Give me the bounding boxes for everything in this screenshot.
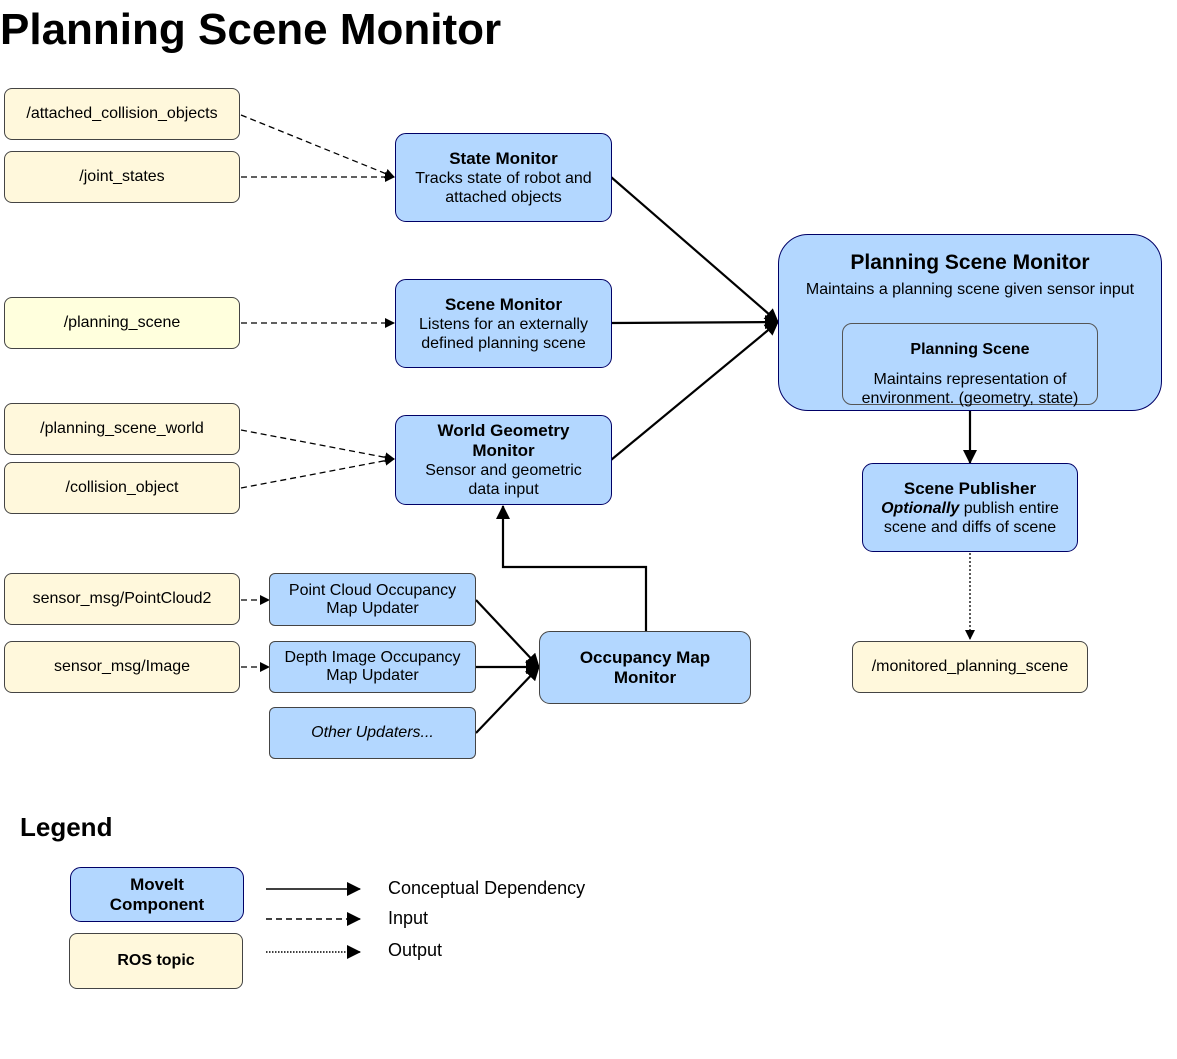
dep-arrow-pointcloud-updater: [475, 599, 540, 668]
legend-topic-swatch: ROS topic: [69, 933, 243, 989]
scene-monitor-desc: Listens for an externally defined planni…: [419, 315, 588, 352]
depth-image-updater-node[interactable]: Depth Image Occupancy Map Updater: [269, 641, 476, 693]
planning-scene-monitor-node[interactable]: Planning Scene Monitor Maintains a plann…: [778, 234, 1162, 411]
planning-scene-monitor-title: Planning Scene Monitor: [850, 251, 1090, 274]
input-arrow-attached: [240, 114, 395, 179]
scene-publisher-desc: Optionally publish entire scene and diff…: [869, 499, 1071, 537]
planning-scene-title: Planning Scene: [910, 341, 1030, 358]
planning-scene-monitor-desc: Maintains a planning scene given sensor …: [805, 281, 1135, 298]
dep-arrow-world-geometry: [610, 321, 779, 461]
input-arrow-collision-object: [240, 455, 395, 489]
state-monitor-desc: Tracks state of robot and attached objec…: [415, 169, 592, 206]
page-title: Planning Scene Monitor: [0, 5, 502, 54]
topic-attached-collision-objects[interactable]: /attached_collision_objects: [4, 88, 240, 140]
scene-monitor-node[interactable]: Scene Monitor Listens for an externally …: [395, 279, 612, 368]
input-arrow-scene-world: [240, 429, 395, 463]
occupancy-map-monitor-node[interactable]: Occupancy Map Monitor: [539, 631, 751, 704]
scene-publisher-title: Scene Publisher: [903, 478, 1037, 498]
scene-publisher-desc-rest: publish entire scene and diffs of scene: [883, 499, 1059, 536]
planning-scene-desc: Maintains representation of environment.…: [861, 371, 1079, 407]
scene-publisher-node[interactable]: Scene Publisher Optionally publish entir…: [862, 463, 1078, 552]
topic-image[interactable]: sensor_msg/Image: [4, 641, 240, 693]
topic-collision-object[interactable]: /collision_object: [4, 462, 240, 514]
dep-arrow-state-monitor: [610, 176, 779, 323]
topic-monitored-planning-scene[interactable]: /monitored_planning_scene: [852, 641, 1088, 693]
world-geometry-monitor-desc: Sensor and geometric data input: [425, 462, 582, 498]
dep-arrow-occupancy-world: [496, 505, 648, 631]
legend-output-label: Output: [388, 940, 443, 960]
point-cloud-updater-node[interactable]: Point Cloud Occupancy Map Updater: [269, 573, 476, 626]
other-updaters-node[interactable]: Other Updaters...: [269, 707, 476, 759]
topic-planning-scene-world[interactable]: /planning_scene_world: [4, 403, 240, 455]
topic-pointcloud2[interactable]: sensor_msg/PointCloud2: [4, 573, 240, 625]
legend-conceptual-label: Conceptual Dependency: [388, 878, 586, 898]
topic-joint-states[interactable]: /joint_states: [4, 151, 240, 203]
dep-arrow-other-updater: [475, 666, 540, 734]
state-monitor-node[interactable]: State Monitor Tracks state of robot and …: [395, 133, 612, 222]
state-monitor-title: State Monitor: [449, 148, 558, 168]
legend-input-label: Input: [388, 908, 429, 928]
world-geometry-monitor-title: World Geometry Monitor: [437, 421, 570, 460]
legend-title: Legend: [20, 812, 113, 842]
scene-publisher-emphasis: Optionally: [881, 499, 960, 517]
topic-planning-scene[interactable]: /planning_scene: [4, 297, 240, 349]
legend-component-label: MoveIt Component: [109, 874, 205, 914]
scene-monitor-title: Scene Monitor: [444, 294, 563, 314]
planning-scene-node[interactable]: Planning Scene Maintains representation …: [842, 323, 1098, 407]
world-geometry-monitor-node[interactable]: World Geometry Monitor Sensor and geomet…: [395, 415, 612, 505]
dep-arrow-scene-monitor: [610, 315, 779, 330]
legend-component-swatch: MoveIt Component: [70, 867, 244, 922]
occupancy-map-monitor-title: Occupancy Map Monitor: [579, 647, 711, 687]
